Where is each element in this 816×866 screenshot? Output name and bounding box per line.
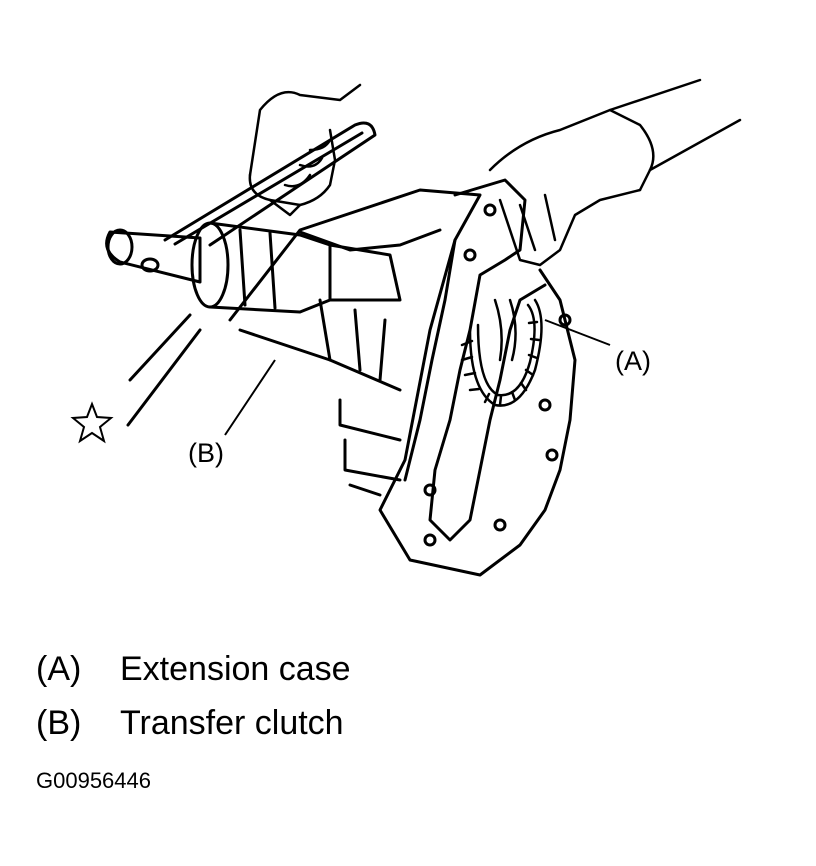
legend-item-a: (A) Extension case	[36, 652, 351, 686]
legend-item-b: (B) Transfer clutch	[36, 706, 344, 740]
clutch-gear	[460, 298, 543, 407]
callout-b: (B)	[188, 438, 224, 468]
transmission-illustration: (A) (B)	[70, 78, 742, 577]
case-flange	[403, 178, 572, 547]
housing-body	[228, 188, 577, 577]
star-icon	[70, 401, 114, 444]
legend-key-a: (A)	[36, 650, 82, 688]
leader-a	[544, 319, 611, 346]
output-shaft	[105, 221, 402, 314]
legend-text-a: Extension case	[120, 650, 351, 688]
left-hand	[248, 83, 362, 217]
callout-a: (A)	[615, 346, 651, 376]
figure-id: G00956446	[36, 768, 151, 793]
tool-handle	[163, 121, 377, 247]
right-hand	[488, 78, 742, 267]
legend-text-b: Transfer clutch	[120, 704, 344, 742]
legend-key-b: (B)	[36, 704, 82, 742]
leader-b	[224, 359, 276, 436]
